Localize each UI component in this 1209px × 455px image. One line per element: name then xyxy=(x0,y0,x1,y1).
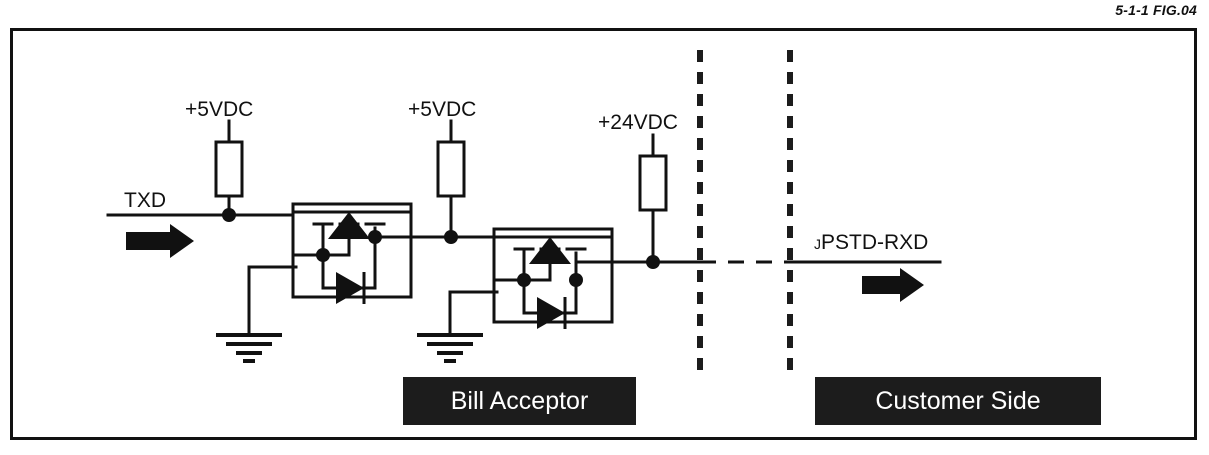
figure-caption: 5-1-1 FIG.04 xyxy=(1115,2,1197,18)
label-box-customer-side: Customer Side xyxy=(815,377,1101,425)
label-rxd-prefix: J xyxy=(814,236,821,252)
label-rxd-main: PSTD-RXD xyxy=(821,231,929,254)
label-signal-rxd: JPSTD-RXD xyxy=(814,232,928,253)
label-supply-1: +5VDC xyxy=(185,98,254,121)
label-supply-3: +24VDC xyxy=(598,111,678,134)
label-supply-2: +5VDC xyxy=(408,98,477,121)
label-signal-txd: TXD xyxy=(124,189,166,212)
label-box-bill-acceptor: Bill Acceptor xyxy=(403,377,636,425)
